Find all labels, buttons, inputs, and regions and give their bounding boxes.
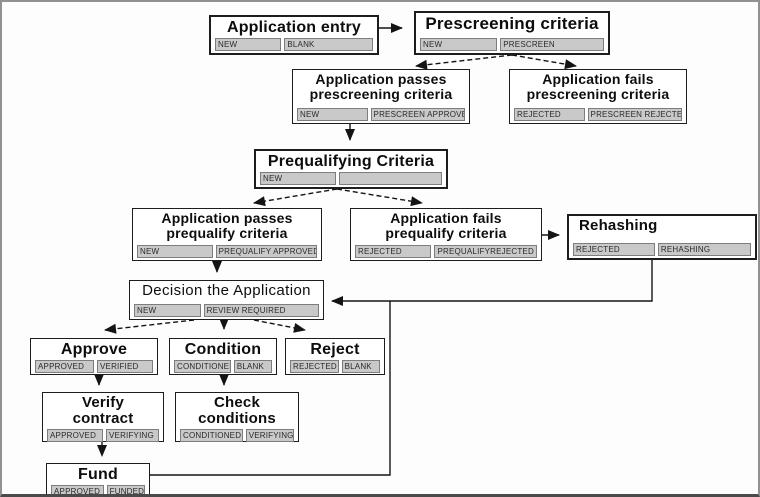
node-decision-the-application[interactable]: Decision the Application NEW REVIEW REQU… — [129, 280, 324, 320]
status-row: NEW BLANK — [213, 38, 375, 52]
connector-rehashing-feedback-to-decision — [331, 260, 653, 306]
connector-prequalifying-to-pass — [253, 188, 338, 207]
node-approve[interactable]: Approve APPROVED VERIFIED — [30, 338, 158, 375]
status-cell: NEW — [134, 304, 201, 317]
status-row: APPROVED VERIFIED — [33, 360, 155, 374]
node-title: Verify contract — [72, 394, 134, 428]
node-title: Fund — [78, 466, 118, 483]
node-title: Prequalifying Criteria — [267, 153, 435, 170]
status-cell: NEW — [260, 172, 337, 186]
status-row: REJECTED PRESCREEN REJECTED — [512, 108, 684, 121]
status-row: NEW REVIEW REQUIRED — [132, 304, 321, 317]
status-cell: CONDITIONED — [174, 360, 231, 374]
status-cell: NEW — [215, 38, 282, 52]
node-check-conditions[interactable]: Check conditions CONDITIONED VERIFYING — [175, 392, 299, 443]
node-reject[interactable]: Reject REJECTED BLANK — [285, 338, 385, 375]
node-title: Application passes prescreening criteria — [309, 71, 453, 103]
status-cell: REJECTED — [514, 108, 585, 121]
node-application-fails-prequalify[interactable]: Application fails prequalify criteria RE… — [350, 208, 542, 261]
node-application-passes-prescreening[interactable]: Application passes prescreening criteria… — [292, 69, 470, 124]
status-cell: APPROVED — [47, 429, 103, 443]
node-application-fails-prescreening[interactable]: Application fails prescreening criteria … — [509, 69, 687, 124]
status-cell: PRESCREEN APPROVED — [370, 108, 465, 121]
node-verify-contract[interactable]: Verify contract APPROVED VERIFYING — [42, 392, 164, 443]
status-cell: VERIFYING — [106, 429, 159, 443]
status-cell: PRESCREEN REJECTED — [587, 108, 682, 121]
node-title: Application entry — [226, 19, 362, 36]
status-cell: PREQUALIFYREJECTED — [434, 245, 537, 258]
status-cell: REJECTED — [290, 360, 339, 374]
connector-decision-to-approve — [104, 319, 195, 334]
status-cell: APPROVED — [35, 360, 94, 374]
status-cell: CONDITIONED — [180, 429, 243, 443]
status-cell: REJECTED — [355, 245, 432, 258]
node-title: Application passes prequalify criteria — [161, 210, 293, 242]
status-row: NEW PRESCREEN APPROVED — [295, 108, 467, 121]
status-cell: APPROVED — [51, 485, 104, 494]
connector-decision-to-reject — [253, 319, 306, 333]
status-row: NEW — [258, 172, 444, 186]
status-row: CONDITIONED VERIFYING — [178, 429, 296, 443]
node-rehashing[interactable]: Rehashing REJECTED REHASHING — [567, 214, 757, 260]
status-row: NEW PRESCREEN — [418, 38, 606, 51]
node-condition[interactable]: Condition CONDITIONED BLANK — [169, 338, 277, 375]
connector-fund-feedback — [150, 301, 391, 476]
status-cell: PREQUALIFY APPROVED — [215, 245, 317, 258]
connector-prescreening-to-pass — [415, 54, 513, 70]
node-application-entry[interactable]: Application entry NEW BLANK — [209, 15, 379, 55]
status-cell: REHASHING — [657, 243, 751, 256]
node-title: Rehashing — [579, 217, 658, 234]
status-row: REJECTED BLANK — [288, 360, 382, 374]
connector-prequalifying-to-fail — [336, 188, 423, 207]
connector-prescreening-to-fail — [511, 54, 577, 70]
status-row: NEW PREQUALIFY APPROVED — [135, 245, 319, 258]
node-title: Application fails prequalify criteria — [385, 210, 507, 242]
node-prescreening-criteria[interactable]: Prescreening criteria NEW PRESCREEN — [414, 11, 610, 55]
status-cell: NEW — [297, 108, 368, 121]
node-title: Approve — [60, 341, 128, 358]
status-row: REJECTED PREQUALIFYREJECTED — [353, 245, 539, 258]
node-application-passes-prequalify[interactable]: Application passes prequalify criteria N… — [132, 208, 322, 261]
status-cell: BLANK — [233, 360, 272, 374]
status-cell: NEW — [137, 245, 213, 258]
status-cell: NEW — [420, 38, 498, 51]
status-cell: BLANK — [284, 38, 373, 52]
status-cell: PRESCREEN — [500, 38, 604, 51]
status-cell: BLANK — [341, 360, 380, 374]
status-row: REJECTED REHASHING — [571, 243, 753, 256]
node-title: Condition — [184, 341, 262, 358]
status-row: APPROVED FUNDED — [49, 485, 147, 494]
status-row: APPROVED VERIFYING — [45, 429, 161, 443]
node-title: Check conditions — [198, 394, 276, 428]
node-prequalifying-criteria[interactable]: Prequalifying Criteria NEW — [254, 149, 448, 189]
node-title: Application fails prescreening criteria — [526, 71, 670, 103]
node-title: Prescreening criteria — [425, 14, 599, 33]
status-cell — [339, 172, 442, 186]
status-cell: FUNDED — [106, 485, 145, 494]
status-cell: REVIEW REQUIRED — [203, 304, 319, 317]
node-title: Decision the Application — [142, 282, 311, 299]
node-fund[interactable]: Fund APPROVED FUNDED — [46, 463, 150, 494]
status-cell: VERIFIED — [97, 360, 153, 374]
status-cell: REJECTED — [573, 243, 655, 256]
node-title: Reject — [310, 341, 360, 358]
status-row: CONDITIONED BLANK — [172, 360, 274, 374]
status-cell: VERIFYING — [245, 429, 294, 443]
